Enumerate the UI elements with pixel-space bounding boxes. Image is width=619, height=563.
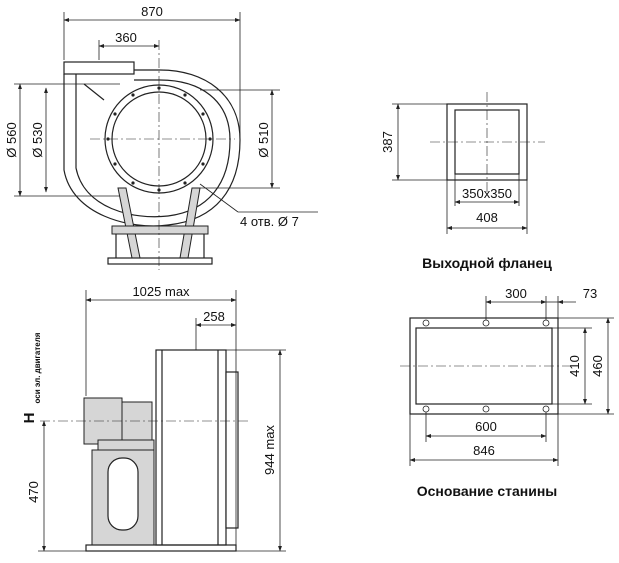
outlet-duct [63, 61, 135, 75]
frame-base-view: 300 73 410 460 600 846 Основание станины [400, 286, 614, 499]
dim-d530: Ø 530 [30, 122, 45, 157]
dim-600: 600 [475, 419, 497, 434]
frame-foot [107, 257, 213, 265]
left-leg [117, 187, 141, 259]
dim-d560: Ø 560 [4, 122, 19, 157]
dim-opening-350x350: 350x350 [462, 186, 512, 201]
dim-470: 470 [26, 481, 41, 503]
holes-note: 4 отв. Ø 7 [240, 214, 299, 229]
holes-leader [199, 183, 239, 213]
h-axis-label: H [21, 413, 38, 424]
flange-rivets [106, 86, 212, 192]
dim-d510: Ø 510 [256, 122, 271, 157]
frame-beam [111, 225, 209, 235]
dim-258: 258 [203, 309, 225, 324]
housing-tongue [83, 83, 105, 101]
side-base [85, 544, 237, 552]
outlet-flange-caption: Выходной фланец [422, 255, 552, 271]
inlet-nozzle-side [225, 371, 239, 529]
pedestal-window [107, 457, 139, 531]
dim-width-870: 870 [141, 4, 163, 19]
dim-flange-width-408: 408 [476, 210, 498, 225]
outlet-flange-view: 387 350x350 408 Выходной фланец [380, 92, 552, 271]
dim-length-1025-max: 1025 max [132, 284, 190, 299]
side-view: 1025 max 258 944 max 470 H оси эл. двига… [21, 284, 286, 552]
h-axis-sublabel: оси эл. двигателя [33, 332, 42, 403]
dim-460: 460 [590, 355, 605, 377]
dim-300: 300 [505, 286, 527, 301]
front-view: 870 360 Ø 560 Ø 530 Ø 510 4 отв. Ø 7 [4, 4, 318, 270]
dim-height-944-max: 944 max [262, 425, 277, 475]
dim-410: 410 [567, 355, 582, 377]
dim-flange-height-387: 387 [380, 131, 395, 153]
housing-outer [63, 69, 241, 227]
housing-inner [75, 74, 231, 218]
dim-outlet-offset-360: 360 [115, 30, 137, 45]
dim-846: 846 [473, 443, 495, 458]
housing-side [155, 349, 227, 546]
frame-base-caption: Основание станины [417, 483, 558, 499]
dim-73: 73 [583, 286, 597, 301]
motor-mount [97, 439, 155, 451]
